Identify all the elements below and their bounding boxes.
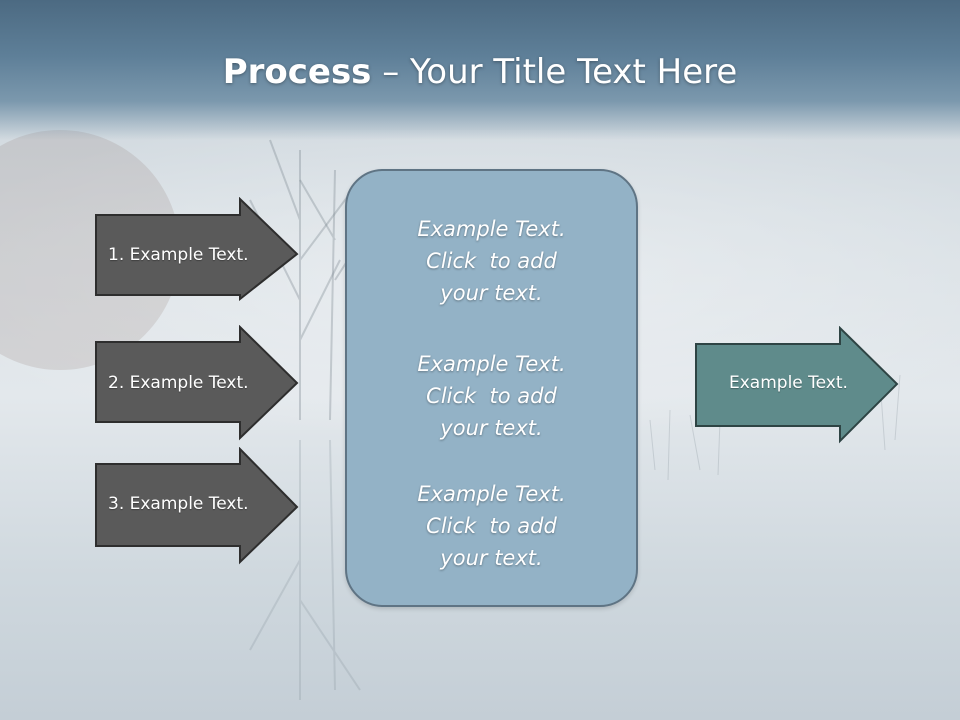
slide-title: Process – Your Title Text Here xyxy=(0,52,960,92)
input-arrow-2[interactable] xyxy=(94,325,300,441)
center-paragraph-1: Example Text. Click to add your text. xyxy=(347,213,636,309)
center-paragraph-1-line-1: Example Text. xyxy=(417,217,566,241)
center-paragraph-1-line-3: your text. xyxy=(440,281,543,305)
output-arrow[interactable] xyxy=(694,326,900,444)
center-paragraph-3-line-3: your text. xyxy=(440,546,543,570)
center-paragraph-2-line-1: Example Text. xyxy=(417,352,566,376)
title-rest: – Your Title Text Here xyxy=(371,52,738,92)
center-paragraph-3-line-2: Click to add xyxy=(426,514,557,538)
output-arrow-label: Example Text. xyxy=(729,373,848,393)
input-arrow-3-label: 3. Example Text. xyxy=(108,494,249,514)
input-arrow-3[interactable] xyxy=(94,447,300,565)
center-paragraph-2-line-3: your text. xyxy=(440,416,543,440)
input-arrow-2-label: 2. Example Text. xyxy=(108,373,249,393)
title-bold: Process xyxy=(222,52,372,92)
center-paragraph-3: Example Text. Click to add your text. xyxy=(347,478,636,574)
center-text-box[interactable]: Example Text. Click to add your text. Ex… xyxy=(345,169,638,607)
input-arrow-1[interactable] xyxy=(94,197,300,301)
center-paragraph-3-line-1: Example Text. xyxy=(417,482,566,506)
center-paragraph-2: Example Text. Click to add your text. xyxy=(347,348,636,444)
center-paragraph-1-line-2: Click to add xyxy=(426,249,557,273)
center-paragraph-2-line-2: Click to add xyxy=(426,384,557,408)
header-band xyxy=(0,0,960,140)
input-arrow-1-label: 1. Example Text. xyxy=(108,245,249,265)
